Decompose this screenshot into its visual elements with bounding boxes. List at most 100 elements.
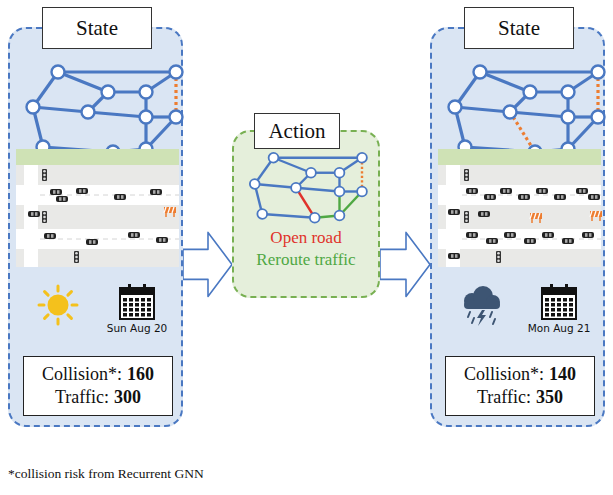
car-window bbox=[583, 189, 586, 193]
car-body bbox=[524, 238, 536, 244]
graph-vertex bbox=[102, 86, 115, 99]
park-band bbox=[16, 149, 179, 165]
graph-vertex bbox=[562, 111, 575, 124]
road-graph bbox=[27, 66, 183, 159]
calendar-page bbox=[542, 288, 576, 319]
calendar-band bbox=[542, 288, 576, 295]
car-icon bbox=[486, 238, 498, 244]
light-lamp bbox=[497, 256, 500, 259]
car-icon bbox=[128, 232, 140, 238]
light-lamp bbox=[75, 256, 78, 259]
state-panel: Mon Aug 21StateCollision*:140Traffic:350 bbox=[430, 27, 605, 427]
car-window bbox=[89, 240, 92, 244]
text-line: State bbox=[498, 16, 540, 41]
car-window bbox=[507, 233, 510, 237]
light-lamp bbox=[43, 170, 46, 173]
calendar-cell bbox=[569, 313, 573, 317]
car-window bbox=[539, 189, 542, 193]
car-body bbox=[536, 188, 548, 194]
road-barrier bbox=[530, 213, 542, 223]
car-window bbox=[521, 195, 524, 199]
calendar-ring bbox=[565, 284, 568, 291]
light-lamp bbox=[43, 174, 46, 177]
car-window bbox=[473, 189, 476, 193]
car-icon bbox=[114, 194, 126, 200]
graph-edge bbox=[510, 112, 568, 117]
street-map bbox=[438, 149, 602, 267]
calendar-cell bbox=[563, 298, 567, 302]
text-line: Collision*:160 bbox=[42, 363, 154, 386]
calendar-cell bbox=[129, 313, 133, 317]
graph-vertex bbox=[357, 153, 367, 163]
map-ground bbox=[16, 149, 179, 267]
road bbox=[438, 229, 601, 249]
panel-title: State bbox=[76, 16, 118, 40]
block-arrow bbox=[183, 232, 232, 296]
car-icon bbox=[582, 232, 594, 238]
car-icon bbox=[562, 238, 574, 244]
car-window bbox=[591, 195, 594, 199]
car-icon bbox=[576, 188, 588, 194]
car-icon bbox=[504, 232, 516, 238]
car-body bbox=[466, 188, 478, 194]
car-window bbox=[503, 189, 506, 193]
car-window bbox=[585, 233, 588, 237]
calendar-cell bbox=[551, 303, 555, 307]
car-body bbox=[56, 196, 68, 202]
car-window bbox=[493, 239, 496, 243]
car-icon bbox=[524, 238, 536, 244]
rain-drop bbox=[493, 319, 495, 324]
panel-title: Action bbox=[268, 119, 325, 143]
car-body bbox=[500, 188, 512, 194]
text-line: State bbox=[76, 16, 118, 41]
car-window bbox=[491, 195, 494, 199]
barrier-board bbox=[590, 211, 602, 217]
calendar-cell bbox=[147, 308, 151, 312]
rain-drop bbox=[490, 312, 492, 317]
car-icon bbox=[448, 253, 460, 259]
calendar-cell bbox=[147, 298, 151, 302]
car-window bbox=[159, 238, 162, 242]
graph-vertex bbox=[306, 168, 316, 178]
car-window bbox=[51, 234, 54, 238]
calendar-cell bbox=[545, 308, 549, 312]
metric-value: 160 bbox=[127, 364, 154, 384]
car-window bbox=[83, 189, 86, 193]
barrier-stripe bbox=[172, 207, 174, 213]
action-panel: Open roadReroute trafficAction bbox=[232, 130, 380, 298]
calendar-cell bbox=[129, 298, 133, 302]
barrier-stripe bbox=[598, 211, 600, 217]
graph-vertex bbox=[52, 66, 65, 79]
calendar-cell bbox=[123, 303, 127, 307]
graph-vertex bbox=[170, 66, 183, 79]
calendar-cell bbox=[141, 313, 145, 317]
car-body bbox=[448, 209, 460, 215]
action-label: Reroute traffic bbox=[256, 250, 355, 270]
calendar-cell bbox=[569, 298, 573, 302]
graph-edge bbox=[480, 72, 530, 92]
light-lamp bbox=[465, 178, 468, 181]
barrier-stripe bbox=[164, 207, 166, 213]
car-body bbox=[486, 238, 498, 244]
sun-ray bbox=[57, 286, 60, 291]
calendar-cell bbox=[123, 313, 127, 317]
graph-vertex bbox=[291, 183, 301, 193]
car-window bbox=[455, 254, 458, 258]
sun-ray bbox=[68, 292, 72, 296]
car-icon bbox=[56, 196, 68, 202]
calendar-cell bbox=[557, 308, 561, 312]
car-icon bbox=[518, 194, 530, 200]
graph-edge bbox=[262, 214, 315, 218]
metric-name: Traffic: bbox=[55, 387, 109, 407]
graph-vertex bbox=[504, 106, 517, 119]
road bbox=[446, 165, 460, 267]
graph-vertex bbox=[592, 111, 605, 124]
sun-ray bbox=[68, 315, 72, 319]
metric-name: Collision*: bbox=[464, 364, 544, 384]
light-lamp bbox=[43, 220, 46, 223]
car-body bbox=[448, 253, 460, 259]
graph-vertex bbox=[474, 66, 487, 79]
block-arrow bbox=[380, 232, 430, 296]
car-body bbox=[86, 239, 98, 245]
car-body bbox=[562, 238, 574, 244]
